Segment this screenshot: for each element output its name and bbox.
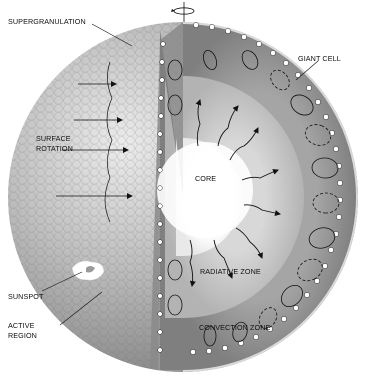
giant-cell-label: GIANT CELL [298, 54, 341, 63]
supergranulation-label: SUPERGRANULATION [8, 17, 86, 26]
rotation-axis-icon [171, 2, 194, 24]
convection-zone-label: CONVECTION ZONE [199, 323, 270, 332]
surface-rotation-label-2: ROTATION [36, 144, 73, 153]
core-label: CORE [195, 174, 216, 183]
active-region-label-1: ACTIVE [8, 321, 35, 330]
active-region-label-2: REGION [8, 331, 37, 340]
surface-rotation-label-1: SURFACE [36, 134, 71, 143]
radiative-zone-label: RADIATIVE ZONE [200, 267, 261, 276]
sunspot-label: SUNSPOT [8, 292, 44, 301]
sunspot-icon [72, 261, 104, 280]
